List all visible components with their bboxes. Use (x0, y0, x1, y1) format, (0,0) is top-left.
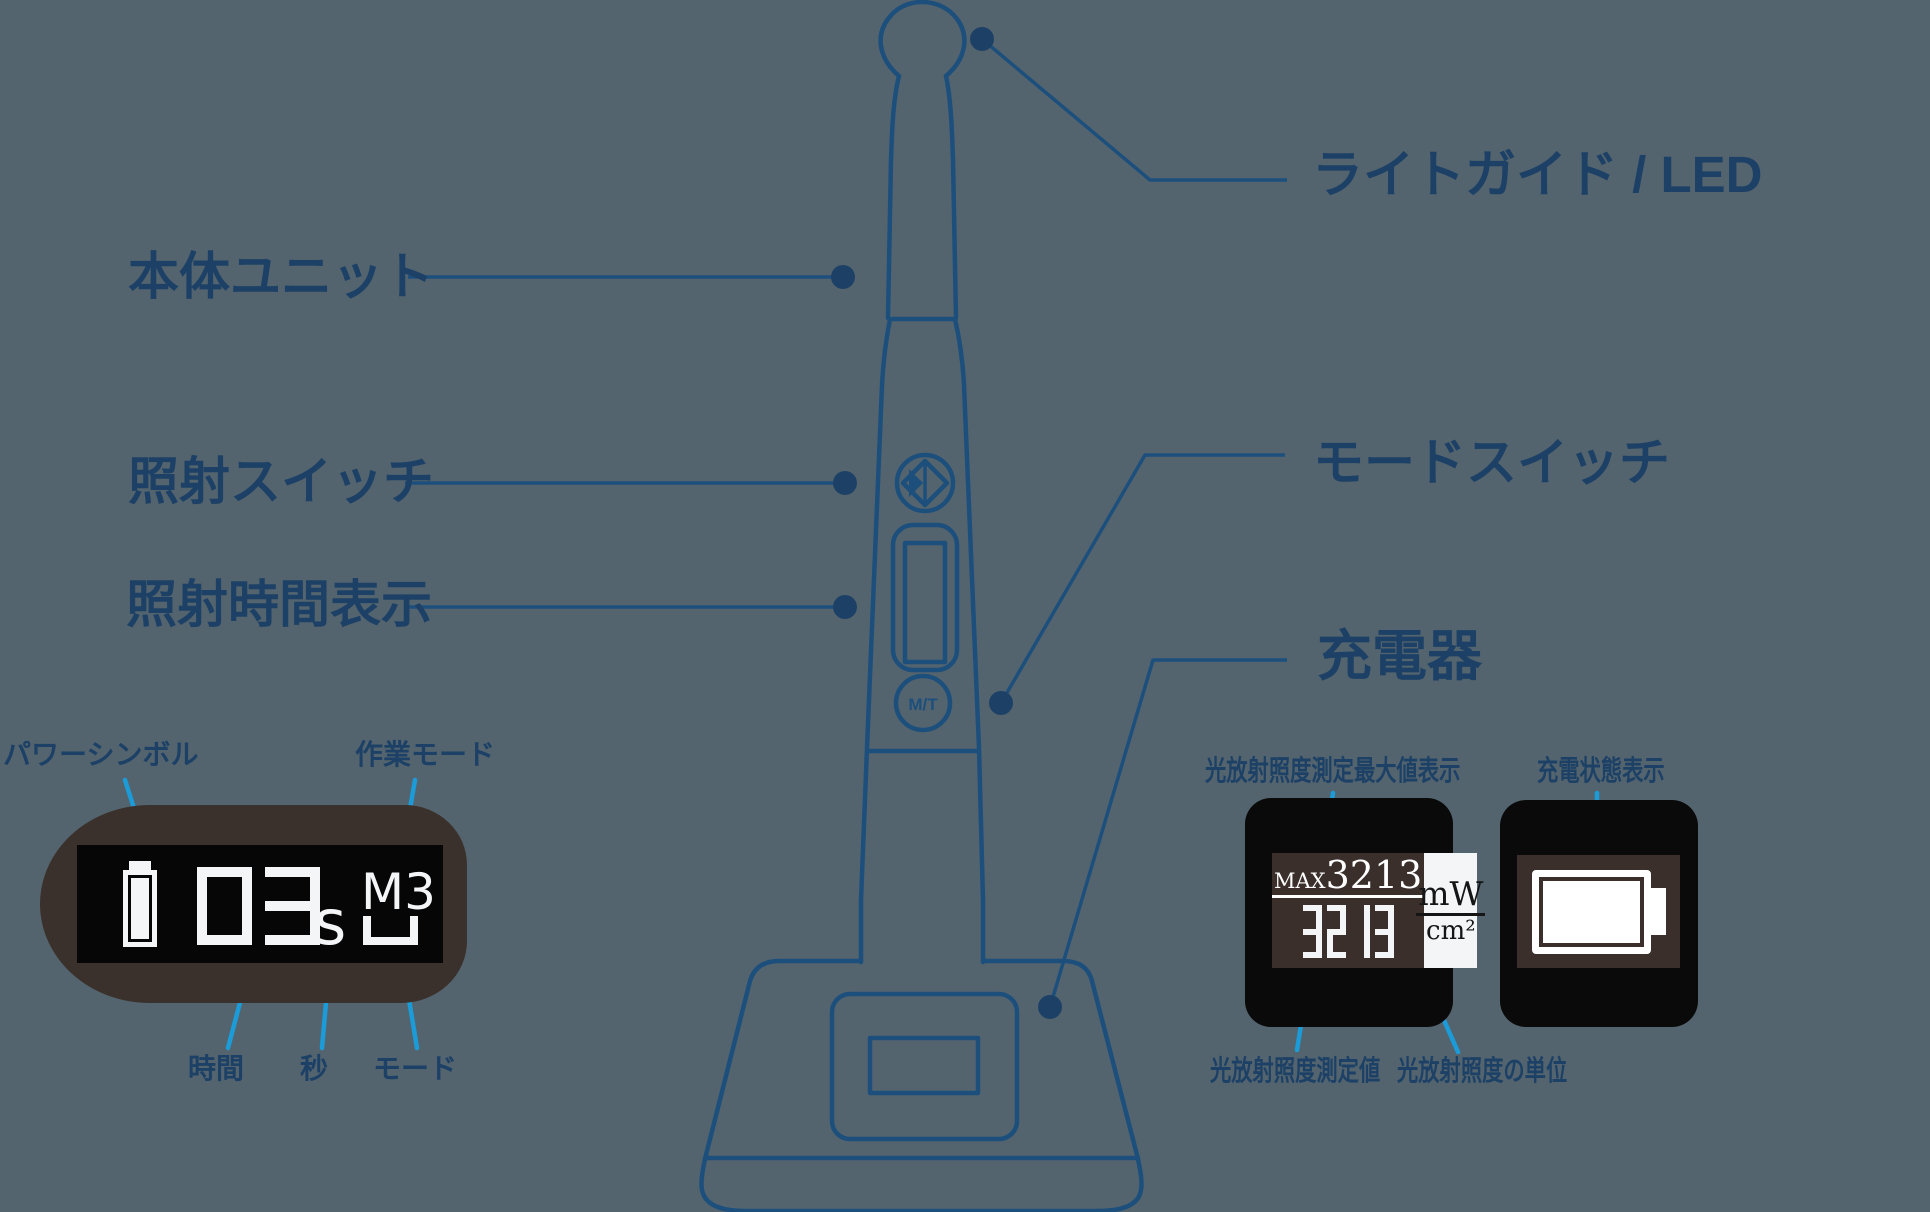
label-power-symbol: パワーシンボル (3, 739, 199, 770)
seven-segment-digit (1351, 905, 1370, 958)
dot-charger (1038, 995, 1062, 1019)
label-charge-state-display: 充電状態表示 (1537, 755, 1665, 786)
unit-box: mW cm² (1416, 853, 1486, 968)
label-irradiance-measured-value: 光放射照度測定値 (1210, 1055, 1381, 1086)
irradiation-button-triangle (909, 469, 923, 497)
dot-main-unit (831, 265, 855, 289)
label-irradiance-max-value: 光放射照度測定最大値表示 (1205, 755, 1461, 786)
time-unit-s: s (314, 885, 347, 959)
dot-irradiation-switch (833, 471, 857, 495)
mt-button-label: M/T (908, 695, 938, 714)
label-main-unit: 本体ユニット (128, 248, 435, 305)
leader-charger (1048, 658, 1287, 1008)
battery-horizontal-icon (1531, 869, 1666, 954)
irradiance-readout: MAX3213 (1272, 853, 1425, 968)
seven-segment-digit (1374, 905, 1394, 958)
light-guide-neck-right (943, 73, 959, 321)
label-irradiation-time-display: 照射時間表示 (126, 576, 433, 633)
seven-segment-digit (1302, 905, 1322, 958)
max-prefix: MAX (1274, 869, 1326, 893)
label-light-guide-led: ライトガイド / LED (1312, 146, 1763, 203)
dot-irradiation-time (833, 595, 857, 619)
charge-status-panel (1500, 800, 1698, 1027)
time-display-window (890, 522, 960, 673)
battery-icon (123, 861, 157, 947)
battery-horizontal-nub (1650, 888, 1666, 935)
leader-mode-switch (999, 453, 1285, 704)
irradiance-panel: MAX3213 mW cm² (1245, 798, 1486, 1027)
body-left-edge (858, 316, 893, 965)
label-mode: モード (373, 1053, 458, 1084)
mode-readout: M3 (361, 863, 436, 921)
measured-value-digits (1302, 905, 1394, 958)
handpiece-display-photo: s M3 (40, 805, 467, 1003)
label-irradiation-switch: 照射スイッチ (128, 453, 435, 510)
charger-base-plate (867, 1035, 981, 1096)
seven-segment-digit (265, 867, 320, 945)
time-display-screen (902, 540, 948, 665)
battery-horizontal-fill (1542, 880, 1640, 943)
charger-base-recess (829, 991, 1020, 1142)
battery-horizontal-body (1531, 869, 1651, 954)
light-guide-neck-left (885, 73, 902, 321)
max-value: 3213 (1325, 853, 1423, 897)
battery-nub (129, 861, 151, 870)
time-digits (197, 867, 320, 945)
charger-base-outline (699, 958, 1144, 1212)
label-time: 時間 (188, 1053, 245, 1084)
irradiance-lcd: MAX3213 mW cm² (1272, 853, 1486, 968)
label-seconds: 秒 (300, 1053, 329, 1084)
charge-lcd (1517, 855, 1680, 968)
leader-light-guide (980, 37, 1287, 182)
handpiece-lcd: s M3 (77, 845, 443, 963)
battery-body (123, 870, 157, 947)
dot-light-guide (970, 27, 994, 51)
label-charger: 充電器 (1317, 625, 1483, 687)
unit-numerator: mW (1416, 877, 1486, 916)
label-mode-switch: モードスイッチ (1313, 434, 1671, 491)
label-work-mode: 作業モード (355, 739, 496, 770)
seven-segment-digit (1326, 905, 1346, 958)
battery-fill (131, 878, 149, 939)
dot-mode-switch (989, 691, 1013, 715)
irradiation-button (894, 452, 956, 514)
unit-denominator: cm² (1426, 916, 1476, 946)
mt-button (893, 673, 953, 733)
max-value-row: MAX3213 (1272, 853, 1425, 898)
body-right-edge (952, 316, 986, 965)
light-guide-tip (878, 0, 967, 79)
mode-bracket-icon (363, 916, 418, 945)
label-irradiance-unit: 光放射照度の単位 (1397, 1055, 1568, 1086)
seven-segment-digit (197, 867, 252, 945)
